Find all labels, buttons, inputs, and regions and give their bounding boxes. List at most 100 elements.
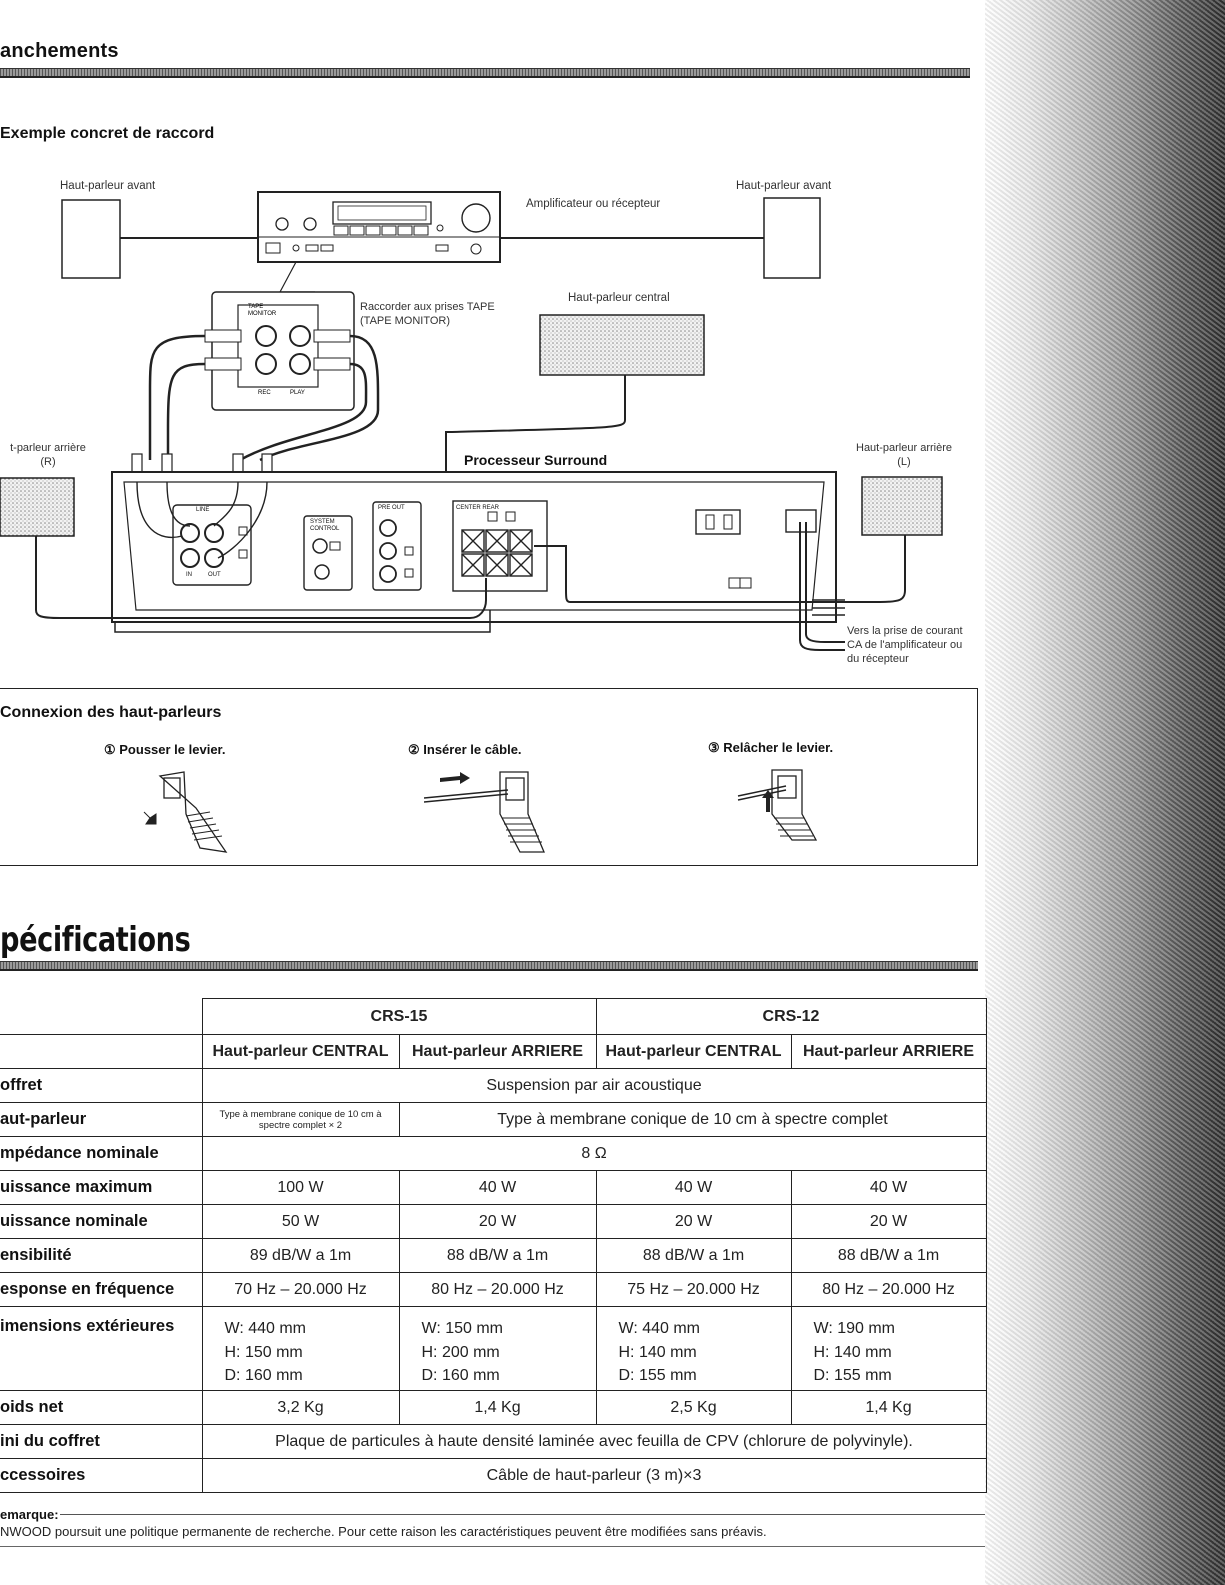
row-label: ini du coffret	[0, 1424, 203, 1459]
cell: 80 Hz – 20.000 Hz	[790, 1272, 987, 1307]
step-1-illustration	[143, 771, 228, 853]
cell: 75 Hz – 20.000 Hz	[595, 1272, 792, 1307]
cell: 20 W	[595, 1204, 792, 1239]
model-crs12: CRS-12	[595, 998, 987, 1035]
remark-text: NWOOD poursuit une politique permanente …	[0, 1524, 767, 1539]
out-label: OUT	[208, 572, 221, 578]
row-label: mpédance nominale	[0, 1136, 203, 1171]
blank-cell	[0, 1034, 203, 1069]
table-row: mpédance nominale 8 Ω	[0, 1136, 987, 1171]
cell: 89 dB/W a 1m	[201, 1238, 400, 1273]
table-row: uissance nominale 50 W 20 W 20 W 20 W	[0, 1204, 987, 1239]
processor-label: Processeur Surround	[464, 452, 608, 468]
tape-monitor-panel	[148, 291, 380, 462]
specs-rule	[0, 961, 978, 971]
amplifier-unit	[257, 191, 501, 263]
cell: Type à membrane conique de 10 cm à spect…	[398, 1102, 987, 1137]
row-label: ensibilité	[0, 1238, 203, 1273]
step-1-label: ① Pousser le levier.	[104, 742, 226, 757]
dim-line: D: 155 mm	[813, 1367, 892, 1384]
speaker-connection-box	[0, 688, 978, 866]
table-row: imensions extérieures W: 440 mm H: 150 m…	[0, 1306, 987, 1391]
row-label: esponse en fréquence	[0, 1272, 203, 1307]
sub-header: Haut-parleur ARRIERE	[790, 1034, 987, 1069]
row-label: aut-parleur	[0, 1102, 203, 1137]
cell: 88 dB/W a 1m	[595, 1238, 792, 1273]
cell-dimensions: W: 150 mm H: 200 mm D: 160 mm	[398, 1306, 597, 1391]
sub-header: Haut-parleur ARRIERE	[398, 1034, 597, 1069]
cell: 20 W	[790, 1204, 987, 1239]
table-row: uissance maximum 100 W 40 W 40 W 40 W	[0, 1170, 987, 1205]
dim-line: H: 140 mm	[813, 1343, 892, 1361]
specs-table: CRS-15 CRS-12 Haut-parleur CENTRAL Haut-…	[0, 998, 987, 1493]
cell: 50 W	[201, 1204, 400, 1239]
row-label: imensions extérieures	[0, 1306, 203, 1391]
cell: Plaque de particules à haute densité lam…	[201, 1424, 987, 1459]
rear-left-label-1: t-parleur arrière	[10, 442, 86, 454]
dim-line: W: 150 mm	[421, 1320, 504, 1337]
row-label: oids net	[0, 1390, 203, 1425]
table-row: oids net 3,2 Kg 1,4 Kg 2,5 Kg 1,4 Kg	[0, 1390, 987, 1425]
cell: 1,4 Kg	[790, 1390, 987, 1425]
line-label: LINE	[196, 507, 210, 513]
ac-note-line-3: du récepteur	[847, 653, 909, 665]
rear-left-label: t-parleur arrière (R)	[0, 441, 96, 469]
connection-diagram: TAPE MONITOR REC PLAY	[0, 191, 943, 651]
bottom-rule	[0, 1546, 985, 1547]
sub-header: Haut-parleur CENTRAL	[201, 1034, 400, 1069]
page-shadow-edge	[985, 0, 1225, 1585]
rear-right-label: Haut-parleur arrière (L)	[842, 441, 966, 469]
monitor-label: MONITOR	[248, 311, 277, 317]
tape-label: TAPE	[248, 304, 263, 310]
page-shadow-texture	[985, 0, 1225, 1585]
front-right-speaker	[763, 197, 821, 279]
cell-dimensions: W: 440 mm H: 150 mm D: 160 mm	[201, 1306, 400, 1391]
front-left-label: Haut-parleur avant	[60, 180, 156, 192]
cell: Suspension par air acoustique	[201, 1068, 987, 1103]
cell-small: Type à membrane conique de 10 cm à spect…	[201, 1102, 400, 1137]
remark-label: emarque:	[0, 1507, 59, 1522]
row-label: offret	[0, 1068, 203, 1103]
connection-title: Connexion des haut-parleurs	[0, 704, 222, 721]
row-label: ccessoires	[0, 1458, 203, 1493]
row-label: uissance nominale	[0, 1204, 203, 1239]
dim-line: D: 160 mm	[421, 1367, 500, 1384]
play-label: PLAY	[290, 390, 305, 396]
system-label-2: CONTROL	[310, 526, 340, 532]
cell: 88 dB/W a 1m	[790, 1238, 987, 1273]
front-right-label: Haut-parleur avant	[736, 180, 832, 192]
cell: 40 W	[790, 1170, 987, 1205]
front-left-speaker	[61, 199, 121, 279]
dim-line: D: 160 mm	[224, 1367, 303, 1384]
table-row: aut-parleur Type à membrane conique de 1…	[0, 1102, 987, 1137]
rear-left-label-2: (R)	[40, 456, 56, 468]
step-3-illustration	[737, 769, 818, 841]
surround-processor-panel	[111, 471, 837, 623]
rear-right-speaker	[861, 476, 943, 536]
cell: 88 dB/W a 1m	[398, 1238, 597, 1273]
cell: 100 W	[201, 1170, 400, 1205]
ac-note-line-2: CA de l'amplificateur ou	[847, 639, 963, 651]
dim-line: H: 150 mm	[224, 1343, 303, 1361]
rear-left-speaker	[0, 477, 75, 537]
cell-dimensions: W: 440 mm H: 140 mm D: 155 mm	[595, 1306, 792, 1391]
preout-label: PRE OUT	[378, 505, 405, 511]
system-label-1: SYSTEM	[310, 519, 335, 525]
section-rule	[0, 68, 970, 78]
table-row: esponse en fréquence 70 Hz – 20.000 Hz 8…	[0, 1272, 987, 1307]
cell: 40 W	[398, 1170, 597, 1205]
specs-title: pécifications	[0, 920, 191, 960]
cell: 2,5 Kg	[595, 1390, 792, 1425]
cell: Câble de haut-parleur (3 m)×3	[201, 1458, 987, 1493]
tape-note-line-1: Raccorder aux prises TAPE	[360, 301, 495, 313]
cell: 20 W	[398, 1204, 597, 1239]
center-speaker-label: Haut-parleur central	[568, 292, 670, 304]
dim-line: H: 140 mm	[618, 1343, 697, 1361]
cell: 80 Hz – 20.000 Hz	[398, 1272, 597, 1307]
tape-note-line-2: (TAPE MONITOR)	[360, 315, 451, 327]
cell: 3,2 Kg	[201, 1390, 400, 1425]
row-label: uissance maximum	[0, 1170, 203, 1205]
ac-note: Vers la prise de courant CA de l'amplifi…	[847, 624, 963, 666]
table-row: ensibilité 89 dB/W a 1m 88 dB/W a 1m 88 …	[0, 1238, 987, 1273]
table-row: CRS-15 CRS-12	[0, 998, 987, 1035]
